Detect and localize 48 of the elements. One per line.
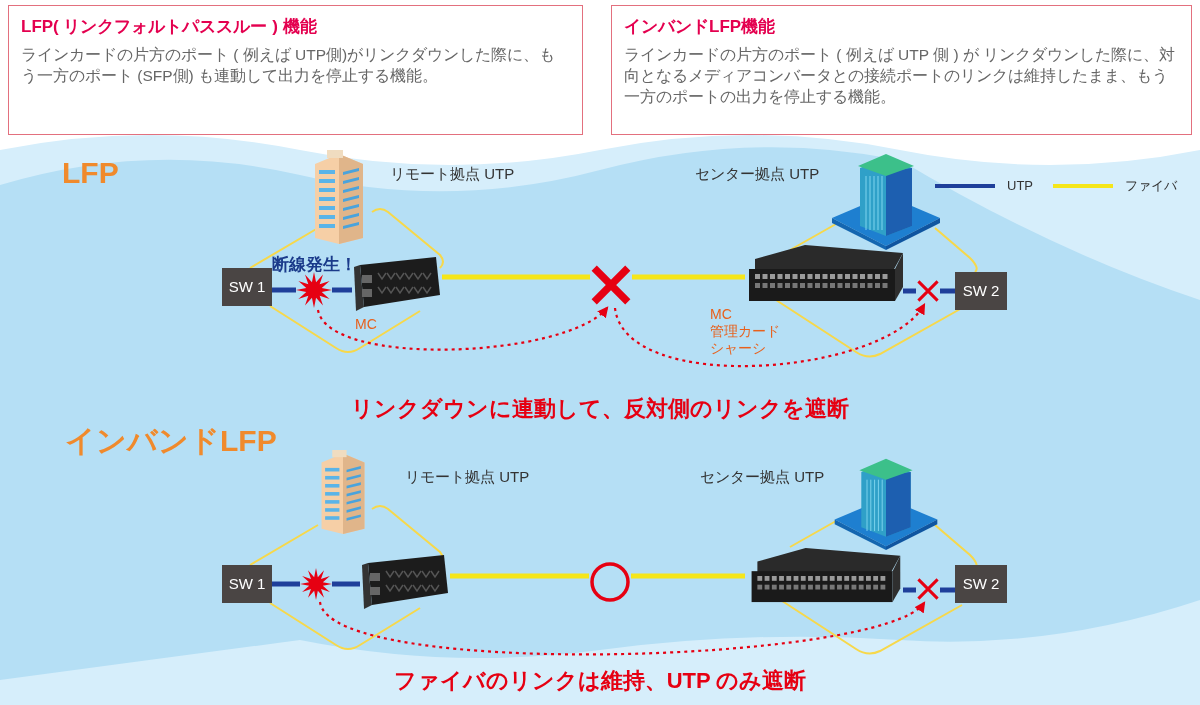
cable-line: [903, 587, 916, 593]
media-converter-drawing: [360, 553, 450, 609]
alert-text: 断線発生！: [272, 254, 357, 276]
cross-mark: [916, 279, 940, 303]
dotted-arrow: [317, 306, 609, 351]
section-title: LFP: [62, 156, 119, 189]
legend-text: ファイバ: [1125, 177, 1177, 195]
cable-line: [940, 288, 955, 294]
device-label: MC: [710, 306, 733, 323]
panel-title: LFP( リンクフォルトパススルー ) 機能: [21, 16, 318, 38]
cable-line: [272, 581, 300, 587]
cable-line: [632, 274, 745, 280]
cable-line: [450, 573, 589, 579]
section-title: インバンドLFP: [65, 424, 277, 457]
cable-line: [332, 287, 352, 293]
cross-mark: [916, 577, 940, 601]
device-label: MC: [355, 316, 377, 333]
switch-box: SW 2: [955, 272, 1007, 310]
info-panel: [611, 5, 1192, 135]
dotted-arrow: [613, 303, 926, 367]
switch-box: SW 2: [955, 565, 1007, 603]
device-label: センター拠点 UTP: [695, 164, 820, 184]
burst-mark: [300, 568, 332, 600]
caption-text: ファイバのリンクは維持、UTP のみ遮断: [393, 668, 807, 693]
device-label: 管理カード: [710, 323, 780, 340]
panel-description: ラインカードの片方のポート ( 例えば UTP側)がリンクダウンした際に、もう一方のポート (SFP側) も連動して出力を停止する機能。: [21, 44, 557, 86]
cable-line: [442, 274, 590, 280]
cable-line: [940, 587, 955, 593]
cross-mark: [590, 264, 632, 306]
panel-description: ラインカードの片方のポート ( 例えば UTP 側 ) が リンクダウンした際に、対向となるメディアコンバータとの接続ポートのリンクは維持したまま、もう一方のポートの出力を停止する機能。: [624, 44, 1177, 107]
legend-text: UTP: [1007, 177, 1033, 195]
cable-line: [631, 573, 745, 579]
switch-box: SW 1: [222, 565, 272, 603]
cable-line: [272, 287, 296, 293]
cable-line: [903, 288, 916, 294]
device-label: センター拠点 UTP: [700, 467, 825, 487]
media-converter-drawing: [352, 255, 442, 311]
panel-title: インバンドLFP機能: [624, 16, 777, 38]
circle-mark: [589, 561, 631, 603]
dotted-arrow: [319, 601, 926, 656]
device-label: リモート拠点 UTP: [390, 164, 515, 184]
device-label: リモート拠点 UTP: [405, 467, 530, 487]
info-panel: [8, 5, 583, 135]
cable-line: [332, 581, 360, 587]
burst-mark: [296, 272, 332, 308]
switch-box: SW 1: [222, 268, 272, 306]
caption-text: リンクダウンに連動して、反対側のリンクを遮断: [351, 396, 849, 421]
device-label: シャーシ: [710, 340, 767, 357]
